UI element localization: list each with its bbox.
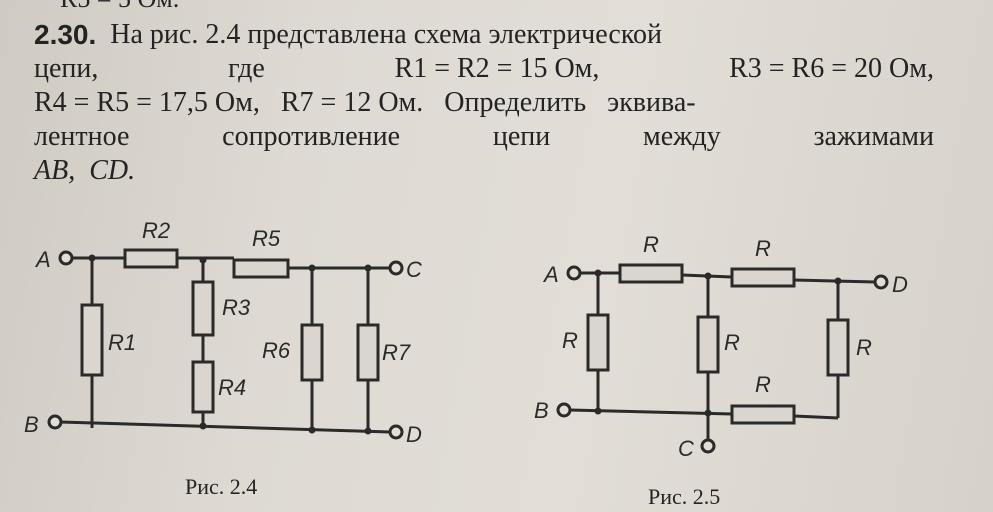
junction-node [834,277,842,285]
terminal-b [556,402,572,418]
resistor-vertical-right [826,318,850,377]
resistor-vertical-middle [696,315,720,374]
junction-node [199,422,207,430]
resistor-bottom [730,404,796,425]
resistor-r2 [123,248,179,269]
resistor-vertical-left [586,313,610,372]
resistor-top-left [618,263,684,284]
terminal-c [388,260,404,276]
terminal-label-d: D [892,272,908,297]
resistor-label: R [562,328,578,353]
terminal-a [566,265,582,281]
terminal-label-b: B [534,398,549,423]
terminal-d [873,274,889,290]
junction-node [308,264,316,272]
figure-2-5-caption: Рис. 2.5 [648,484,721,509]
resistor-r5 [232,258,290,279]
problem-line-3-text: R4 = R5 = 17,5 Ом, R7 = 12 Ом. Определит… [34,87,696,118]
junction-node [704,272,712,280]
problem-formula: R3 = R6 = 20 Ом, [729,53,934,84]
junction-node [364,427,372,435]
problem-formula: R1 = R2 = 15 Ом, [394,53,600,84]
junction-node [308,426,316,434]
junction-node [88,254,96,262]
terminal-label-a: A [34,247,51,272]
problem-word: лентное [34,121,130,152]
terminal-b [47,414,63,430]
resistor-label-r7: R7 [382,340,411,365]
problem-line-5-text: AB, CD. [34,155,136,186]
problem-line-1-text: На рис. 2.4 представлена схема электриче… [110,19,662,50]
terminal-c [700,438,716,454]
problem-word: цепи [492,121,551,152]
junction-node [199,256,207,264]
resistor-label: R [755,372,771,397]
problem-number: 2.30. [34,19,97,50]
resistor-top-right [730,267,796,288]
resistor-label: R [856,335,872,360]
terminal-label-b: B [24,412,39,437]
resistor-label: R [755,236,771,261]
resistor-r3 [191,280,215,337]
resistor-label: R [643,232,659,257]
problem-line-3: R4 = R5 = 17,5 Ом, R7 = 12 Ом. Определит… [34,86,934,120]
problem-line-4: лентное сопротивление цепи между зажимам… [34,120,934,154]
junction-node [594,407,602,415]
resistor-label: R [724,330,740,355]
problem-line-5: AB, CD. [34,154,934,188]
problem-word: цепи, [34,53,99,84]
resistor-r7 [356,323,380,382]
resistor-label-r4: R4 [218,375,246,400]
problem-word: где [228,53,265,84]
junction-node [364,264,372,272]
terminal-label-c: C [406,257,422,282]
terminal-label-a: A [542,262,559,287]
problem-line-2: цепи, где R1 = R2 = 15 Ом, R3 = R6 = 20 … [34,52,934,86]
problem-text: 2.30. На рис. 2.4 представлена схема эле… [34,18,934,188]
resistor-r6 [300,323,324,382]
resistor-label-r5: R5 [252,226,281,251]
terminal-d [388,424,404,440]
figure-2-4-caption: Рис. 2.4 [185,474,258,499]
junction-node [704,409,712,417]
figure-2-4-circuit: A B C D R2 R5 R1 R3 R4 R6 R7 [24,218,422,447]
problem-word: между [642,121,721,152]
problem-word: сопротивление [222,121,401,152]
resistor-label-r3: R3 [222,295,251,320]
resistor-r1 [80,303,104,377]
resistor-label-r2: R2 [142,218,170,243]
resistor-label-r1: R1 [108,330,136,355]
junction-node [594,269,602,277]
terminal-a [58,250,74,266]
terminal-label-c: C [678,436,694,461]
terminal-label-d: D [406,422,422,447]
previous-problem-cut-line: R5 = 5 Ом. [60,0,179,14]
figure-2-5-circuit: A B C D R R R R R R [534,232,908,461]
resistor-label-r6: R6 [262,338,291,363]
resistor-r4 [191,360,215,414]
problem-line-1: 2.30. На рис. 2.4 представлена схема эле… [34,18,934,52]
problem-word: зажимами [813,121,934,152]
